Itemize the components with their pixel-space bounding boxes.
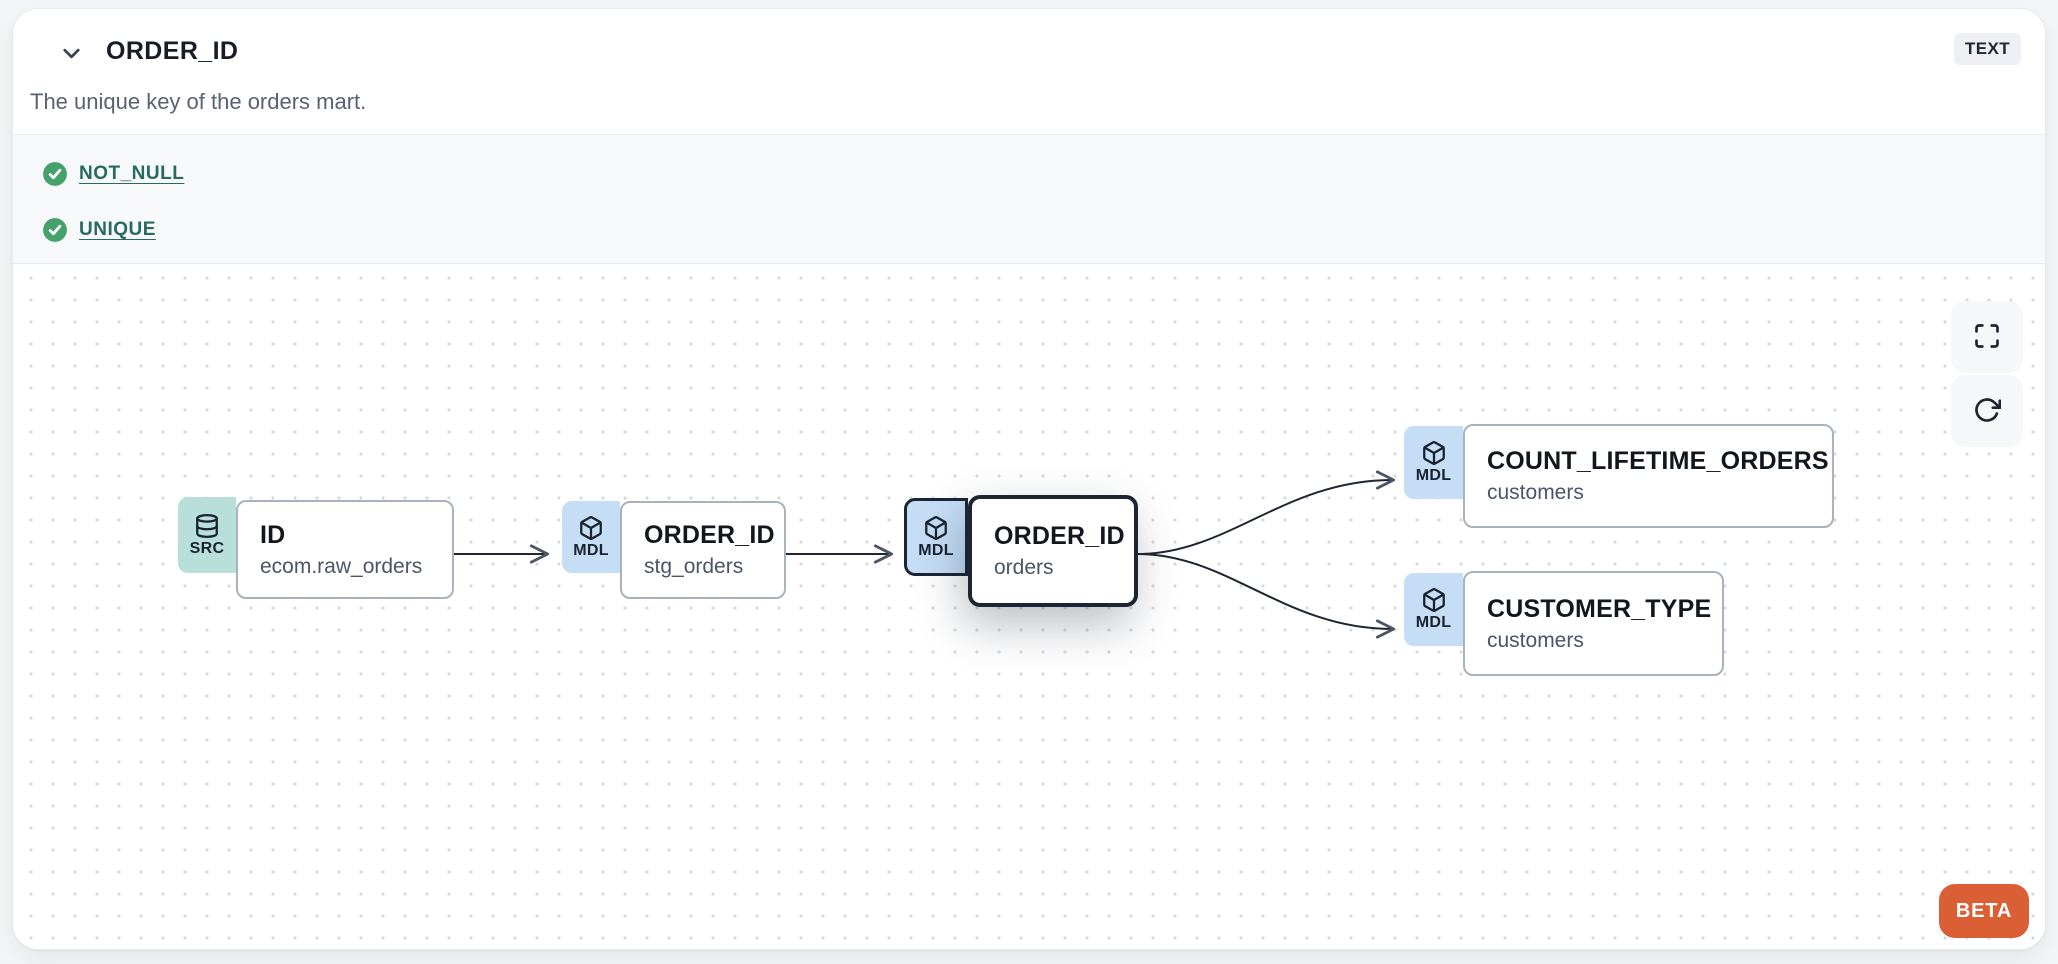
beta-badge: BETA bbox=[1939, 884, 2029, 938]
lineage-node-id-raw-orders[interactable]: ID ecom.raw_orders bbox=[236, 500, 454, 599]
node-type-badge-mdl[interactable]: MDL bbox=[1404, 426, 1463, 499]
node-type-label: MDL bbox=[1415, 467, 1452, 484]
test-link-not-null[interactable]: NOT_NULL bbox=[79, 163, 185, 184]
node-type-label: MDL bbox=[918, 541, 954, 559]
node-model-name: orders bbox=[994, 556, 1054, 579]
cube-icon bbox=[578, 515, 604, 541]
cube-icon bbox=[923, 515, 949, 541]
collapse-button[interactable] bbox=[49, 35, 93, 75]
lineage-node-count-lifetime-orders[interactable]: COUNT_LIFETIME_ORDERS customers bbox=[1463, 424, 1834, 528]
check-circle-icon bbox=[43, 218, 67, 242]
node-type-label: SRC bbox=[189, 539, 225, 557]
column-description: The unique key of the orders mart. bbox=[30, 89, 367, 114]
node-model-name: customers bbox=[1487, 628, 1584, 652]
node-model-name: customers bbox=[1487, 481, 1584, 504]
lineage-canvas[interactable]: SRC ID ecom.raw_orders MDL ORDER_ID stg_… bbox=[13, 264, 2045, 949]
node-model-name: ecom.raw_orders bbox=[260, 554, 423, 578]
node-type-badge-src[interactable]: SRC bbox=[178, 497, 236, 573]
refresh-button[interactable] bbox=[1951, 375, 2023, 447]
node-column-name: CUSTOMER_TYPE bbox=[1487, 594, 1712, 623]
node-column-name: ID bbox=[260, 520, 286, 549]
edge-orders-to-count bbox=[1137, 470, 1396, 555]
chevron-down-icon bbox=[58, 40, 85, 70]
test-row: UNIQUE bbox=[42, 217, 2045, 243]
node-type-label: MDL bbox=[573, 541, 609, 559]
node-type-badge-mdl[interactable]: MDL bbox=[562, 501, 620, 573]
lineage-node-order-id-orders-selected[interactable]: ORDER_ID orders bbox=[968, 495, 1138, 607]
node-type-badge-mdl[interactable]: MDL bbox=[904, 498, 968, 576]
fullscreen-icon bbox=[1973, 322, 2001, 353]
lineage-node-order-id-stg-orders[interactable]: ORDER_ID stg_orders bbox=[620, 501, 786, 599]
test-link-unique[interactable]: UNIQUE bbox=[79, 219, 156, 240]
edge-orders-to-type bbox=[1137, 553, 1396, 639]
node-model-name: stg_orders bbox=[644, 555, 744, 578]
refresh-icon bbox=[1973, 396, 2002, 427]
fullscreen-button[interactable] bbox=[1951, 301, 2023, 373]
node-type-label: MDL bbox=[1415, 614, 1452, 631]
cube-icon bbox=[1421, 587, 1447, 613]
tests-section: NOT_NULL UNIQUE bbox=[13, 134, 2045, 264]
node-column-name: ORDER_ID bbox=[644, 521, 775, 549]
test-row: NOT_NULL bbox=[42, 161, 2045, 187]
cube-icon bbox=[1421, 440, 1447, 466]
column-details-panel: ORDER_ID TEXT The unique key of the orde… bbox=[12, 8, 2046, 950]
lineage-edges bbox=[454, 470, 1396, 639]
column-title: ORDER_ID bbox=[106, 37, 239, 65]
node-type-badge-mdl[interactable]: MDL bbox=[1404, 573, 1463, 646]
node-column-name: COUNT_LIFETIME_ORDERS bbox=[1487, 447, 1829, 475]
header: ORDER_ID TEXT The unique key of the orde… bbox=[13, 9, 2045, 134]
check-circle-icon bbox=[43, 162, 67, 186]
database-icon bbox=[194, 513, 220, 539]
lineage-node-customer-type[interactable]: CUSTOMER_TYPE customers bbox=[1463, 571, 1724, 676]
node-column-name: ORDER_ID bbox=[994, 522, 1125, 550]
data-type-badge: TEXT bbox=[1953, 33, 2021, 65]
